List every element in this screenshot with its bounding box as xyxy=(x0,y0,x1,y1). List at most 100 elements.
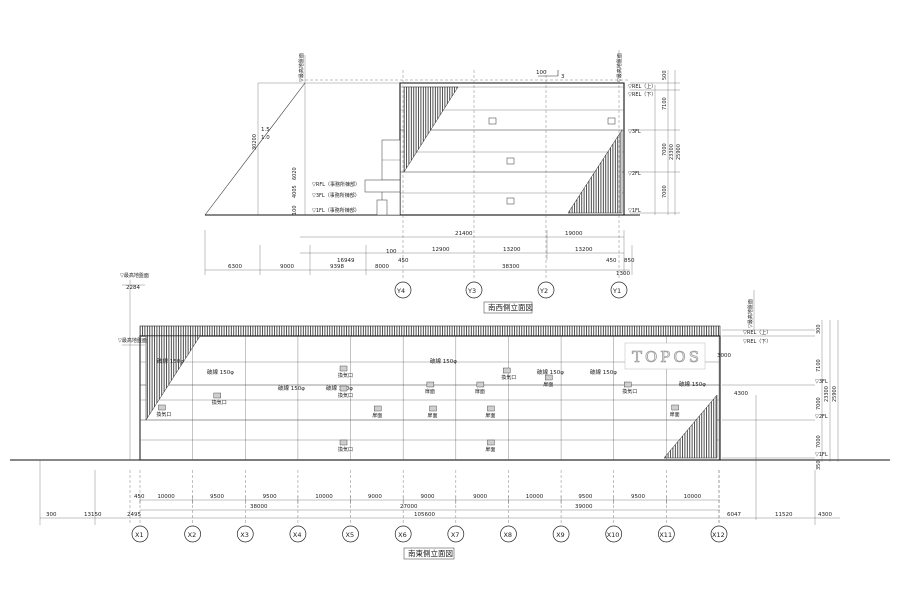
lower-vent-box xyxy=(339,385,348,392)
upper-right-dim-23300: 23300 xyxy=(669,144,675,160)
upper-level-label-3fl: ▽3FL xyxy=(628,129,641,135)
lower-grid-label: X4 xyxy=(293,531,302,539)
lower-vent-label: 扉面 xyxy=(543,381,553,388)
upper-right-dim-7000-a: 7000 xyxy=(662,143,668,156)
lower-grid-circle xyxy=(605,525,623,543)
lower-vent-label: 扉面 xyxy=(428,412,438,419)
lower-level-label-rel-top: ▽REL（上） xyxy=(743,329,771,336)
lower-edge-dim-2495: 2495 xyxy=(127,512,141,518)
lower-right-dim-7000-a: 7000 xyxy=(816,397,822,410)
lower-group-dim-27000: 27000 xyxy=(400,504,418,510)
lower-vent-label: 換気口 xyxy=(501,374,516,381)
lower-group-dim-38000: 38000 xyxy=(250,504,268,510)
lower-grid-circle xyxy=(394,525,412,543)
wall-note-2: 破線 150φ xyxy=(207,368,234,376)
lower-bay-dim: 9000 xyxy=(473,494,487,500)
lower-vent-label: 換気口 xyxy=(156,411,171,418)
lower-right-dim-23300: 23300 xyxy=(824,386,830,402)
lower-grid-label: X8 xyxy=(503,531,512,539)
lower-edge-dim-300: 300 xyxy=(46,512,57,518)
lower-bay-dim: 9500 xyxy=(263,494,277,500)
lower-level-label-1fl: ▽1FL xyxy=(815,452,828,458)
upper-office-rfl-label: ▽RFL（事務所棟部） xyxy=(312,181,360,188)
upper-dim-8000: 8000 xyxy=(375,264,389,270)
upper-dim-9398: 9398 xyxy=(330,264,344,270)
upper-left-dim-6020: 6020 xyxy=(292,167,298,180)
lower-grid-label: X7 xyxy=(451,531,460,539)
lower-edge-dim-450: 450 xyxy=(134,494,145,500)
lower-vent-box xyxy=(339,439,348,446)
lower-dimensions: 450 2495 13150 300 6047 11520 4300 2284 … xyxy=(46,285,838,518)
upper-right-dim-25900: 25900 xyxy=(676,144,682,160)
lower-grid-label: X12 xyxy=(712,531,725,539)
upper-slope-note: 100 xyxy=(536,70,547,76)
upper-right-dim-7100: 7100 xyxy=(662,97,668,110)
lower-grid-label: X3 xyxy=(240,531,249,539)
lower-bay-dim: 10000 xyxy=(684,494,702,500)
lower-vent-box xyxy=(624,381,632,388)
lower-vent-box xyxy=(374,405,382,412)
lower-elevation: TOPOS xyxy=(10,280,890,525)
lower-vent-box xyxy=(426,381,435,388)
lower-vent-label: 換気口 xyxy=(338,372,353,379)
upper-ramp-right xyxy=(567,129,623,214)
lower-grid-circle xyxy=(710,525,728,543)
lower-grid-circle xyxy=(658,525,675,543)
lower-total-dim: 105600 xyxy=(414,512,435,518)
upper-dim-450-left: 450 xyxy=(398,258,409,264)
upper-right-dim-500: 500 xyxy=(662,70,668,80)
lower-grid-label: X9 xyxy=(556,531,565,539)
lower-vent-label: 扉面 xyxy=(475,388,485,395)
lower-vent-box xyxy=(339,365,348,372)
upper-left-dim-100: 100 xyxy=(292,205,298,215)
upper-office-1fl-label: ▽1FL（事務所棟部） xyxy=(312,207,360,214)
upper-ramp-left xyxy=(403,86,459,173)
upper-level-label-1fl: ▽1FL xyxy=(628,208,641,214)
lower-grid-circle xyxy=(342,525,359,543)
lower-edge-dim-6047: 6047 xyxy=(727,512,741,518)
lower-vent-box xyxy=(487,405,495,412)
lower-edge-dim-2284: 2284 xyxy=(126,285,140,291)
lower-vent-label: 扉面 xyxy=(425,388,435,395)
upper-right-dim-7000-b: 7000 xyxy=(662,185,668,198)
upper-left-dim-4005: 4005 xyxy=(292,185,298,198)
topos-logo-text: TOPOS xyxy=(632,348,702,366)
lower-vent-box xyxy=(429,405,437,412)
upper-window-1 xyxy=(488,117,497,125)
upper-slope-line-left xyxy=(204,82,306,216)
wall-note-3: 破線 150φ xyxy=(278,384,305,392)
upper-dim-450-right: 450 xyxy=(606,258,617,264)
lower-grid-circle xyxy=(552,525,570,543)
upper-dim-6300: 6300 xyxy=(228,264,242,270)
upper-elevation-title: 南西側立面図 xyxy=(488,302,533,312)
upper-level-label-rel-bottom: ▽REL（下） xyxy=(628,92,656,98)
lower-edge-dim-13150: 13150 xyxy=(84,512,102,518)
lower-level-label-3fl: ▽3FL xyxy=(815,379,828,385)
wall-note-7: 破線 150φ xyxy=(590,368,617,376)
lower-grid-circle xyxy=(500,525,517,543)
lower-grid-label: X6 xyxy=(398,531,407,539)
upper-slope-ratio: 3 xyxy=(561,74,565,80)
lower-vent-label: 換気口 xyxy=(338,446,353,453)
lower-grid-label: X5 xyxy=(346,531,355,539)
lower-grid-label: X11 xyxy=(659,531,672,539)
upper-left-dim-30200: 30200 xyxy=(252,134,258,150)
upper-top-note-left: ▽最高地盤面 xyxy=(298,53,305,82)
lower-vent-box xyxy=(545,374,553,381)
lower-bay-dim: 10000 xyxy=(315,494,333,500)
lower-grid-label: X1 xyxy=(135,531,144,539)
upper-top-note-right: ▽最高地盤面 xyxy=(616,53,623,82)
lower-grid-circle xyxy=(447,525,465,543)
lower-bay-dim: 9000 xyxy=(421,494,435,500)
lower-bay-dim: 9000 xyxy=(368,494,382,500)
lower-level-label-rel-bottom: ▽REL（下） xyxy=(743,339,771,345)
upper-dim-12900: 12900 xyxy=(432,247,450,253)
upper-grid-y1: Y1 xyxy=(612,287,621,295)
upper-dim-1300: 1300 xyxy=(616,271,630,277)
lower-grid-circle xyxy=(236,525,254,543)
lower-vent-box xyxy=(213,392,221,399)
lower-level-label-2fl: ▽2FL xyxy=(815,414,828,420)
upper-elevation xyxy=(204,50,680,280)
